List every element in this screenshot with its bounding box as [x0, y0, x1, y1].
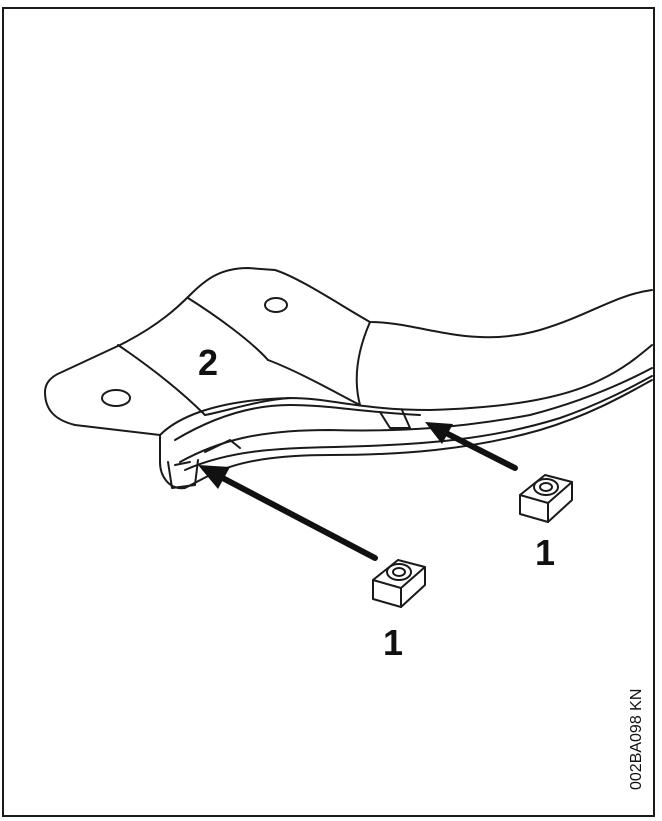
- figure-code: 002BA098 KN: [628, 688, 645, 790]
- square-nut-left: [372, 559, 426, 608]
- bracket-part: [44, 267, 653, 490]
- arrow-right: [425, 422, 518, 471]
- figure-frame: [2, 7, 655, 817]
- arrow-left: [198, 465, 378, 561]
- callout-part-1-right: 1: [535, 532, 556, 573]
- callout-part-1-left: 1: [383, 622, 404, 663]
- callout-part-2: 2: [198, 342, 219, 383]
- square-nut-right: [519, 474, 573, 523]
